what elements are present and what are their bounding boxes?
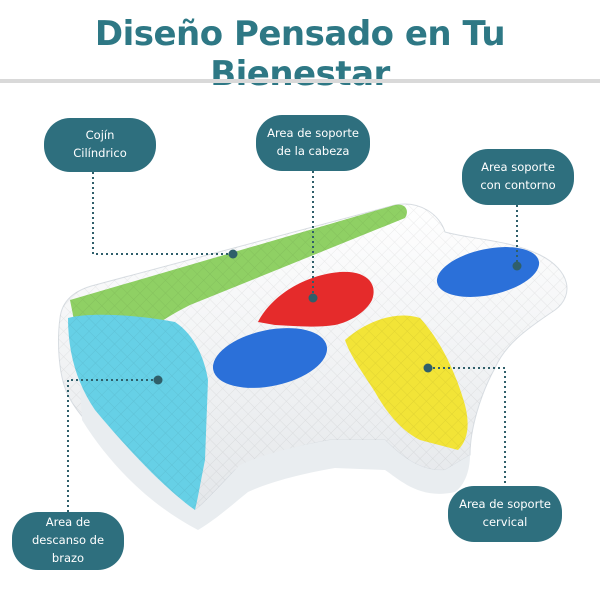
callout-label: Area de soporte de la cabeza <box>267 126 359 158</box>
callout-cojin-cilindrico: Cojín Cilíndrico <box>44 118 156 172</box>
callout-label: Area de soporte cervical <box>459 497 551 529</box>
callout-label: Cojín Cilíndrico <box>73 128 127 160</box>
callout-soporte-cabeza: Area de soporte de la cabeza <box>256 115 370 171</box>
title-divider <box>0 79 600 83</box>
blue-left-contour-area <box>212 328 328 388</box>
leader-dots <box>153 249 522 385</box>
leader-lines <box>67 171 518 512</box>
callout-soporte-contorno: Area soporte con contorno <box>462 149 574 205</box>
callout-soporte-cervical: Area de soporte cervical <box>448 486 562 542</box>
blue-right-contour-area <box>436 247 540 297</box>
callout-label: Area soporte con contorno <box>480 160 556 192</box>
callout-descanso-brazo: Area de descanso de brazo <box>12 512 124 570</box>
page-title: Diseño Pensado en Tu Bienestar <box>94 14 506 94</box>
callout-label: Area de descanso de brazo <box>31 515 105 565</box>
